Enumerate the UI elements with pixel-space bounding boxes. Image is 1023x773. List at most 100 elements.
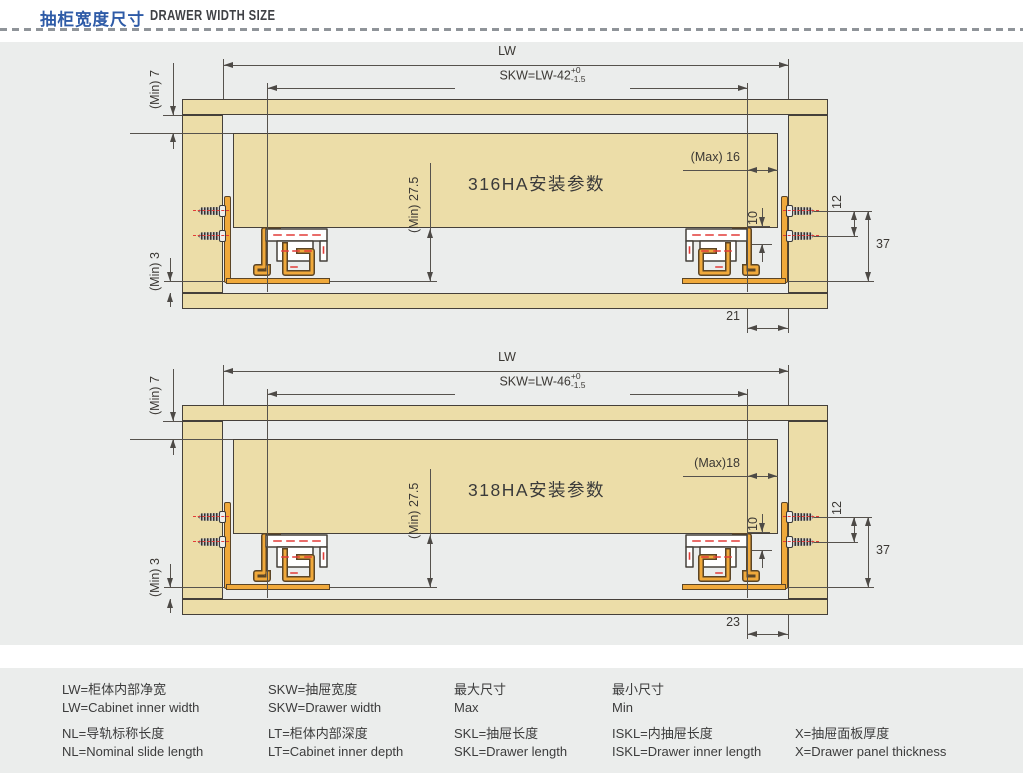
cabinet-right-panel — [788, 421, 828, 599]
dim-min3-label: (Min) 3 — [148, 252, 162, 291]
screw-shaft — [793, 513, 814, 521]
tick-line — [814, 517, 872, 518]
legend-panel: LW=柜体内部净宽 LW=Cabinet inner width SKW=抽屉宽… — [0, 668, 1023, 773]
dim-line — [268, 88, 455, 89]
dim-line — [630, 394, 747, 395]
dim-max-label: (Max) 16 — [690, 150, 740, 164]
drawer-model-label: 316HA安装参数 — [468, 174, 606, 194]
page-header: 抽柜宽度尺寸 DRAWER WIDTH SIZE — [0, 0, 1023, 42]
dim-line — [868, 211, 869, 281]
legend-zh: LW=柜体内部净宽 — [62, 682, 167, 697]
dim-skw-label: SKW=LW-42+0-1.5 — [499, 65, 586, 84]
dim-line — [747, 634, 788, 635]
dim-line — [868, 517, 869, 587]
rail-bottom-arm — [226, 278, 330, 284]
legend-zh: LT=柜体内部深度 — [268, 726, 368, 741]
legend-item: ISKL=内抽屉长度 ISKL=Drawer inner length — [612, 725, 761, 761]
ext-line — [747, 389, 748, 598]
dim-max-label: (Max)18 — [694, 456, 740, 470]
slide-rail-profile-right — [685, 227, 760, 276]
dim-bottom-offset-label: 21 — [726, 309, 740, 323]
dim-arrow — [167, 599, 173, 608]
dim-10-label: 10 — [746, 211, 760, 225]
rail-bottom-arm — [682, 584, 786, 590]
legend-zh: 最小尺寸 — [612, 682, 665, 697]
screw-shaft — [198, 538, 219, 546]
screw-head — [219, 511, 226, 523]
tick-line — [130, 439, 233, 440]
dim-line — [430, 163, 431, 281]
screw-head — [219, 230, 226, 242]
drawer-model-label: 318HA安装参数 — [468, 480, 606, 500]
dim-line — [630, 88, 747, 89]
dim-arrow — [224, 368, 233, 374]
dim-line — [170, 564, 171, 587]
dim-arrow — [851, 227, 857, 236]
dim-min27-label: (Min) 27.5 — [407, 176, 421, 233]
legend-zh: NL=导轨标称长度 — [62, 726, 165, 741]
ext-line — [747, 83, 748, 292]
dim-line — [173, 369, 174, 421]
dim-line — [170, 258, 171, 281]
dim-arrow — [738, 85, 747, 91]
legend-en: LW=Cabinet inner width — [62, 700, 200, 715]
dim-bottom-offset-label: 23 — [726, 615, 740, 629]
slide-rail-profile-left — [253, 227, 328, 276]
mounting-screw — [193, 230, 229, 242]
dim-lw-label: LW — [498, 350, 516, 364]
dim-skw-label: SKW=LW-46+0-1.5 — [499, 371, 586, 390]
legend-zh: 最大尺寸 — [454, 682, 507, 697]
page-title-zh: 抽柜宽度尺寸 — [40, 11, 145, 29]
screw-head — [786, 230, 793, 242]
legend-zh: SKW=抽屉宽度 — [268, 682, 358, 697]
slide-rail-profile-left — [253, 533, 328, 582]
ext-line — [267, 389, 268, 598]
legend-item: SKW=抽屉宽度 SKW=Drawer width — [268, 681, 381, 717]
rail-bottom-arm — [226, 584, 330, 590]
dim-arrow — [224, 62, 233, 68]
dim-line — [747, 328, 788, 329]
ext-line — [747, 309, 748, 333]
dim-arrow — [167, 272, 173, 281]
drawer-box — [233, 133, 778, 228]
tick-line — [163, 115, 182, 116]
dim-arrow — [268, 391, 277, 397]
tick-line — [163, 421, 182, 422]
tick-line — [814, 211, 872, 212]
dim-arrow — [759, 523, 765, 532]
tick-line — [130, 133, 233, 134]
dim-arrow — [170, 106, 176, 115]
dim-line — [854, 517, 855, 542]
dim-arrow — [851, 533, 857, 542]
dim-arrow — [851, 211, 857, 220]
dim-arrow — [167, 293, 173, 302]
legend-zh: ISKL=内抽屉长度 — [612, 726, 713, 741]
rail-bottom-arm — [682, 278, 786, 284]
screw-shaft — [793, 538, 814, 546]
dim-arrow — [865, 578, 871, 587]
dim-arrow — [851, 517, 857, 526]
mounting-screw — [786, 205, 814, 217]
legend-item: NL=导轨标称长度 NL=Nominal slide length — [62, 725, 203, 761]
dim-arrow — [427, 578, 433, 587]
screw-head — [786, 205, 793, 217]
ext-line — [788, 615, 789, 639]
dim-arrow — [778, 631, 787, 637]
screw-shaft — [793, 207, 814, 215]
ext-line — [788, 309, 789, 333]
dim-line — [762, 550, 763, 568]
cabinet-top-panel — [182, 99, 828, 115]
dim-min7-label: (Min) 7 — [148, 376, 162, 415]
tick-line — [814, 236, 858, 237]
dim-line — [683, 476, 778, 477]
legend-en: X=Drawer panel thickness — [795, 744, 947, 759]
legend-zh: SKL=抽屉长度 — [454, 726, 539, 741]
dim-lw-label: LW — [498, 44, 516, 58]
ext-line — [223, 365, 224, 413]
dim-arrow — [748, 473, 757, 479]
dim-arrow — [170, 439, 176, 448]
ext-line — [788, 59, 789, 107]
dim-37-label: 37 — [876, 237, 890, 251]
screw-head — [219, 536, 226, 548]
mounting-screw — [193, 205, 229, 217]
